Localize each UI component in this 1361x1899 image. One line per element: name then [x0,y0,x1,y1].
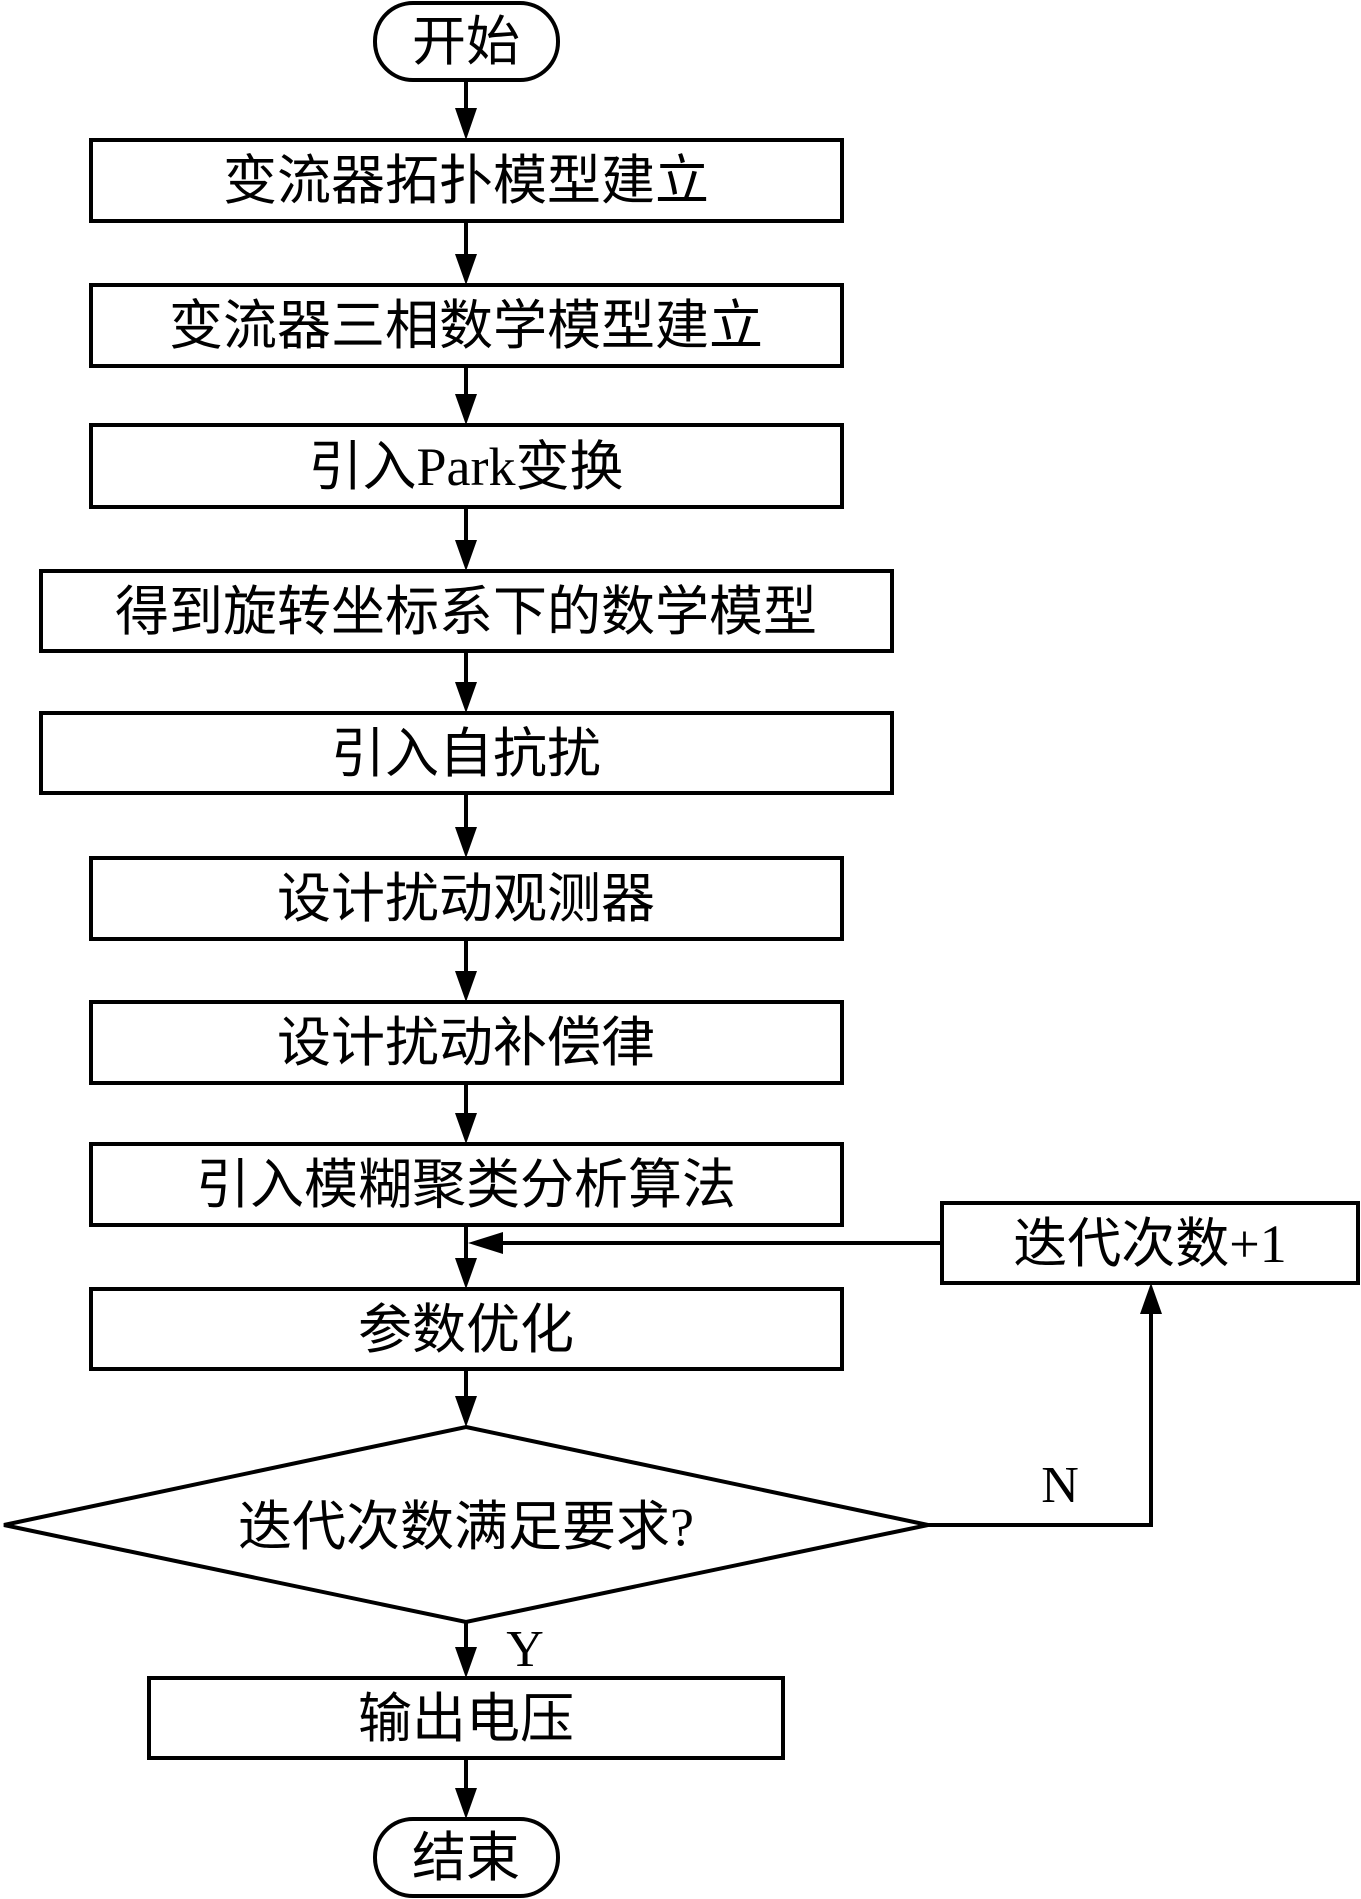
end-oval [373,1817,560,1898]
arrowhead-down [455,394,477,425]
output-step: 输出电压 [147,1676,785,1760]
step-6: 设计扰动观测器 [89,856,844,941]
loop-branch: N 迭代次数+1 [468,1201,1360,1527]
step-label: 引入自抗扰 [331,724,601,784]
decision-label: 迭代次数满足要求? [238,1497,694,1557]
arrowhead-down [455,682,477,713]
decision: 迭代次数满足要求? [3,1424,929,1625]
step-7: 设计扰动补偿律 [89,1000,844,1085]
end-label: 结束 [412,1828,520,1888]
output-box [147,1676,785,1760]
arrowhead-down [455,1647,477,1678]
step-8: 引入模糊聚类分析算法 [89,1142,844,1227]
step-9: 参数优化 [89,1287,844,1371]
step-label: 设计扰动观测器 [277,869,655,929]
end-terminal: 结束 [373,1817,560,1898]
arrowhead-down [455,108,477,140]
decision-diamond [3,1424,929,1625]
output-label: 输出电压 [358,1689,574,1749]
step-1: 变流器拓扑模型建立 [89,138,844,223]
process-box [39,711,894,795]
arrowhead-down [455,540,477,571]
step-label: 得到旋转坐标系下的数学模型 [115,582,817,642]
step-label: 引入Park变换 [309,437,624,497]
step-label: 参数优化 [358,1300,574,1360]
arrowhead-down [455,254,477,285]
arrowhead-down [455,1258,477,1289]
process-box [89,1000,844,1085]
loop-step-box [940,1201,1360,1285]
step-3: 引入Park变换 [89,423,844,509]
no-label: N [1041,1457,1079,1514]
process-box [89,856,844,941]
step-label: 引入模糊聚类分析算法 [196,1155,736,1215]
step-5: 引入自抗扰 [39,711,894,795]
arrowhead-down [455,827,477,858]
arrowhead-left [468,1232,503,1254]
process-box [89,283,844,368]
start-label: 开始 [412,12,520,72]
arrowhead-down [455,971,477,1002]
process-box [89,138,844,223]
step-4: 得到旋转坐标系下的数学模型 [39,569,894,653]
process-box [89,1287,844,1371]
arrowhead-down [455,1788,477,1819]
loop-step-label: 迭代次数+1 [1013,1214,1286,1274]
process-box [89,423,844,509]
arrowhead-down [455,1113,477,1144]
process-box [89,1142,844,1227]
step-label: 变流器拓扑模型建立 [223,151,709,211]
step-2: 变流器三相数学模型建立 [89,283,844,368]
main-arrows [455,80,477,1819]
arrowhead-down [455,1396,477,1427]
process-box [39,569,894,653]
arrowhead-up [1140,1283,1162,1314]
step-label: 变流器三相数学模型建立 [169,296,763,356]
no-branch-line [928,1310,1153,1527]
start-terminal: 开始 [373,1,560,82]
yes-label: Y [506,1621,544,1678]
step-label: 设计扰动补偿律 [277,1013,655,1073]
